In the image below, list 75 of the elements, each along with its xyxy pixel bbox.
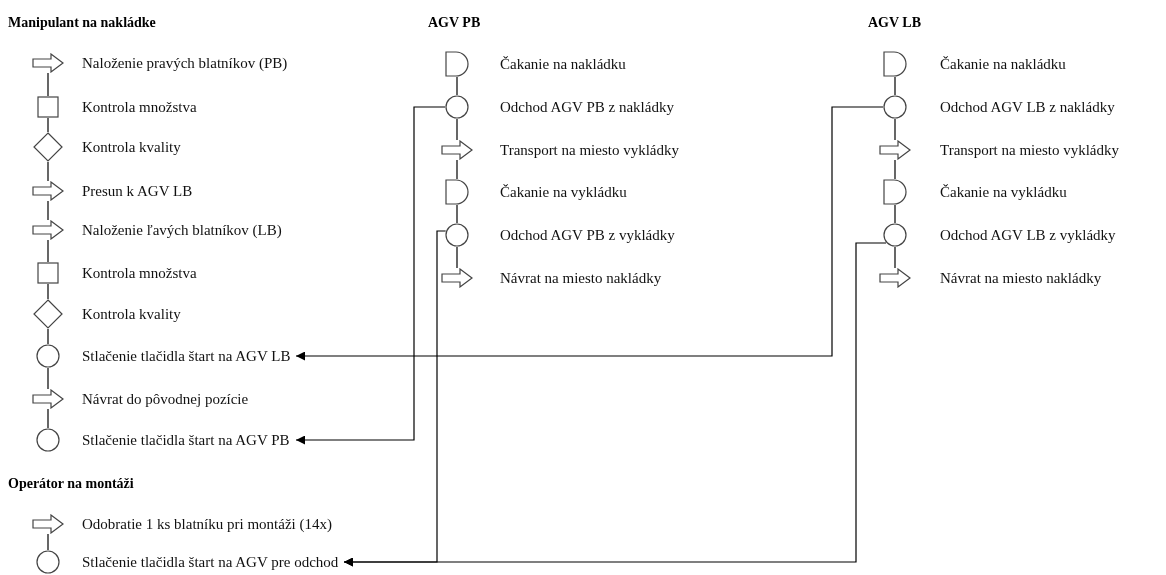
block-arrow-symbol [32,514,64,534]
step-label: Návrat na miesto nakládky [500,269,662,287]
diamond-symbol [33,132,63,162]
step-label: Odchod AGV PB z nakládky [500,98,674,116]
circle-symbol [883,223,907,247]
block-arrow-symbol [32,181,64,201]
step-label: Návrat do pôvodnej pozície [82,390,249,408]
step-label: Kontrola kvality [82,138,181,156]
step-label: Odchod AGV LB z vykládky [940,226,1116,244]
connector-line [47,161,49,182]
block-arrow-symbol [32,220,64,240]
block-arrow-symbol [879,140,911,160]
connector-line [47,200,49,221]
connector-line [47,239,49,263]
step-label: Odobratie 1 ks blatníku pri montáži (14x) [82,515,332,533]
circle-symbol [36,550,60,574]
connector-line [47,328,49,345]
connector-line [456,159,458,180]
connector-line [456,118,458,141]
connector-line [456,204,458,224]
d-shape-symbol [445,51,469,77]
d-shape-symbol [883,179,907,205]
arrow [295,106,446,445]
connector-line [456,246,458,269]
block-arrow-symbol [32,389,64,409]
step-label: Presun k AGV LB [82,182,193,200]
step-label: Transport na miesto vykládky [500,141,680,159]
connector-line [47,367,49,390]
step-label: Naloženie pravých blatníkov (PB) [82,54,288,72]
section-heading: AGV PB [428,15,481,31]
step-label: Stlačenie tlačidla štart na AGV PB [82,431,290,449]
d-shape-symbol [883,51,907,77]
step-label: Odchod AGV LB z nakládky [940,98,1115,116]
step-label: Stlačenie tlačidla štart na AGV LB [82,347,291,365]
circle-symbol [36,428,60,452]
connector-line [894,204,896,224]
step-label: Kontrola množstva [82,98,197,116]
step-label: Kontrola množstva [82,264,197,282]
step-label: Čakanie na vykládku [940,183,1067,201]
connector-line [894,246,896,269]
circle-symbol [883,95,907,119]
section-heading: Operátor na montáži [8,476,134,492]
step-label: Naloženie ľavých blatníkov (LB) [82,221,282,239]
block-arrow-symbol [441,268,473,288]
d-shape-symbol [445,179,469,205]
section-heading: Manipulant na nakládke [8,15,156,31]
connector-line [47,72,49,97]
circle-symbol [445,223,469,247]
connector-line [47,117,49,133]
block-arrow-symbol [32,53,64,73]
step-label: Čakanie na nakládku [940,55,1066,73]
connector-line [894,76,896,96]
square-symbol [37,262,59,284]
step-label: Čakanie na nakládku [500,55,626,73]
step-label: Návrat na miesto nakládky [940,269,1102,287]
connector-line [47,408,49,429]
step-label: Odchod AGV PB z vykládky [500,226,675,244]
arrow [343,242,887,567]
connector-line [894,159,896,180]
step-label: Čakanie na vykládku [500,183,627,201]
diamond-symbol [33,299,63,329]
circle-symbol [36,344,60,368]
block-arrow-symbol [441,140,473,160]
arrow [295,106,884,361]
square-symbol [37,96,59,118]
circle-symbol [445,95,469,119]
step-label: Transport na miesto vykládky [940,141,1120,159]
connector-line [894,118,896,141]
section-heading: AGV LB [868,15,922,31]
connector-line [47,283,49,300]
connector-line [47,533,49,551]
connector-line [456,76,458,96]
block-arrow-symbol [879,268,911,288]
step-label: Kontrola kvality [82,305,181,323]
step-label: Stlačenie tlačidla štart na AGV pre odchod [82,553,339,571]
